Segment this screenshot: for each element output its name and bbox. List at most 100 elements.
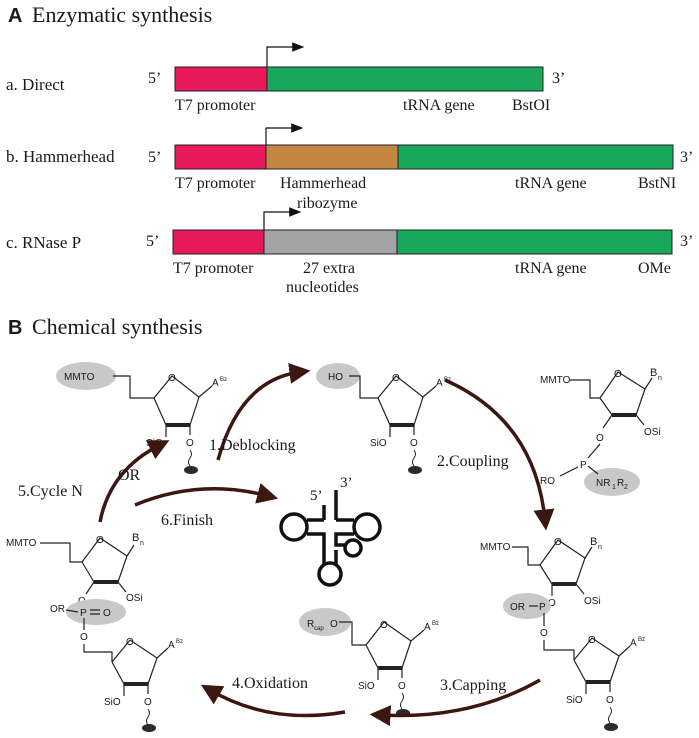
svg-text:O: O <box>540 628 548 639</box>
ho-label: HO <box>328 372 343 383</box>
svg-text:A: A <box>424 622 431 633</box>
svg-text:OSi: OSi <box>584 596 601 607</box>
row-rnasep-label: c. RNase P <box>6 233 81 252</box>
svg-text:A: A <box>630 638 637 649</box>
svg-text:2: 2 <box>624 484 628 491</box>
svg-text:1: 1 <box>612 484 616 491</box>
transcription-start-arrow <box>266 42 305 67</box>
svg-text:O: O <box>330 619 338 630</box>
svg-text:R: R <box>617 478 624 489</box>
svg-text:O: O <box>398 681 406 692</box>
segment-trna-gene <box>397 144 674 170</box>
svg-text:O: O <box>548 598 556 609</box>
svg-text:n: n <box>598 544 602 551</box>
svg-text:B: B <box>650 367 657 379</box>
svg-text:O: O <box>144 697 152 708</box>
svg-text:O: O <box>186 438 194 449</box>
svg-text:R: R <box>307 619 314 630</box>
svg-text:SiO: SiO <box>566 695 583 706</box>
svg-text:SiO: SiO <box>358 681 375 692</box>
transcription-start-arrow <box>263 207 302 230</box>
coupling-arrow <box>444 378 555 531</box>
step-oxidation: 4.Oxidation <box>232 675 308 692</box>
svg-text:P: P <box>539 602 546 613</box>
coupled-dinucleotide: MMTO O B n OSi O OR P O O A Bz SiO O <box>480 536 645 731</box>
row-hammerhead-5prime: 5’ <box>148 149 161 166</box>
solid-support-bead <box>408 466 422 474</box>
solid-support-bead <box>604 723 618 731</box>
svg-text:MMTO: MMTO <box>540 375 571 386</box>
segment-trna-gene <box>396 229 673 255</box>
row-direct-label: a. Direct <box>6 75 65 94</box>
svg-text:P: P <box>80 608 87 619</box>
segment-t7-promoter <box>174 66 268 92</box>
svg-text:O: O <box>588 635 596 646</box>
panel-b-title: Chemical synthesis <box>32 314 202 339</box>
nucleoside-deprotected: HO O A Bz SiO O <box>316 363 451 474</box>
annotation-hammerhead: Hammerhead <box>280 175 366 192</box>
segment-trna-gene <box>266 66 544 92</box>
nucleoside-mmto-protected: MMTO O A Bz SiO O <box>56 362 227 474</box>
svg-text:O: O <box>96 535 104 546</box>
annotation-bstoi: BstOI <box>512 97 550 114</box>
svg-text:A: A <box>168 640 175 651</box>
annotation-27-extra: 27 extra <box>303 260 355 277</box>
mmto-label: MMTO <box>64 372 95 383</box>
svg-text:B: B <box>590 536 597 548</box>
svg-text:n: n <box>658 375 662 382</box>
oxidation-arrow <box>200 684 346 718</box>
svg-text:O: O <box>380 620 388 631</box>
svg-text:Bz: Bz <box>176 639 183 645</box>
row-hammerhead-3prime: 3’ <box>680 149 693 166</box>
cycle-arrow <box>98 440 170 523</box>
svg-text:B: B <box>132 532 139 544</box>
svg-text:O: O <box>596 433 604 444</box>
trna-5prime: 5’ <box>310 488 323 504</box>
step-deblocking: 1.Deblocking <box>209 437 296 454</box>
step-coupling: 2.Coupling <box>437 453 509 470</box>
svg-text:OSi: OSi <box>644 427 661 438</box>
svg-text:O: O <box>168 373 176 384</box>
svg-text:O: O <box>606 695 614 706</box>
svg-text:P: P <box>580 460 587 471</box>
oxidized-dinucleotide: MMTO O B n OSi O OR P O O O A Bz SiO O <box>6 532 183 732</box>
svg-text:A: A <box>436 378 443 389</box>
svg-text:O: O <box>554 537 562 548</box>
row-rnasep-5prime: 5’ <box>146 233 159 250</box>
annotation-nucleotides: nucleotides <box>286 279 359 296</box>
row-direct-3prime: 3’ <box>552 70 565 87</box>
svg-text:O: O <box>614 369 622 380</box>
row-hammerhead-label: b. Hammerhead <box>6 147 115 166</box>
annotation-trna: tRNA gene <box>515 260 587 277</box>
annotation-trna: tRNA gene <box>403 97 475 114</box>
annotation-t7: T7 promoter <box>175 175 256 192</box>
step-cycle: 5.Cycle N <box>18 483 83 500</box>
annotation-bstni: BstNI <box>638 175 676 192</box>
svg-text:Bz: Bz <box>638 637 645 643</box>
svg-text:OR: OR <box>50 604 65 615</box>
svg-text:O: O <box>80 632 88 643</box>
trna-3prime: 3’ <box>340 475 353 491</box>
svg-text:O: O <box>410 438 418 449</box>
svg-text:MMTO: MMTO <box>6 538 37 549</box>
svg-text:A: A <box>212 378 219 389</box>
annotation-ribozyme: ribozyme <box>297 195 357 212</box>
svg-text:cap: cap <box>314 626 324 632</box>
svg-text:MMTO: MMTO <box>480 542 511 553</box>
svg-text:OR: OR <box>510 602 525 613</box>
row-direct-5prime: 5’ <box>148 70 161 87</box>
svg-text:SiO: SiO <box>104 697 121 708</box>
annotation-t7: T7 promoter <box>175 97 256 114</box>
capped-nucleoside: R cap O O A Bz SiO O <box>299 608 439 717</box>
finish-arrow <box>134 483 279 507</box>
annotation-ome: OMe <box>638 260 671 277</box>
svg-text:RO: RO <box>540 476 555 487</box>
step-finish: 6.Finish <box>161 512 213 529</box>
svg-text:SiO: SiO <box>370 438 387 449</box>
segment-t7-promoter <box>172 229 265 255</box>
segment-hammerhead-ribozyme <box>265 144 399 170</box>
panel-b-letter: B <box>8 317 22 339</box>
solid-support-bead <box>184 466 198 474</box>
